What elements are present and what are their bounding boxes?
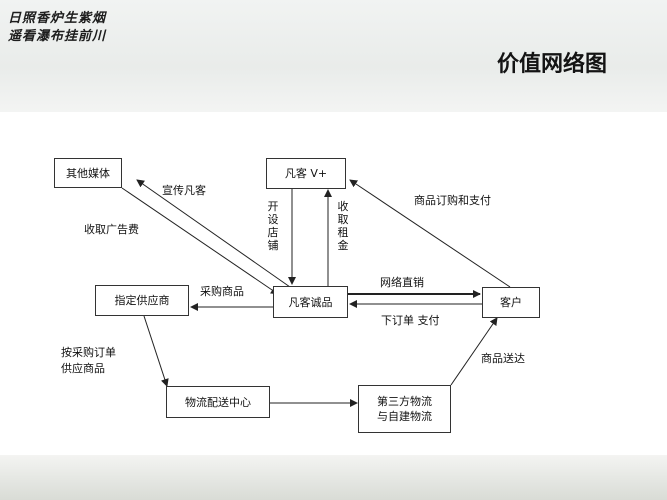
label-supply-line2: 供应商品 — [61, 362, 105, 375]
node-fanke-chengpin-label: 凡客诚品 — [288, 295, 333, 309]
header-band — [0, 0, 667, 112]
footer-band — [0, 455, 667, 500]
node-fanke-chengpin: 凡客诚品 — [273, 286, 348, 318]
node-third-party-logistics-line2: 与自建物流 — [377, 410, 432, 423]
node-third-party-logistics-line1: 第三方物流 — [377, 395, 432, 408]
label-goods-delivery: 商品送达 — [481, 352, 525, 365]
node-designated-supplier-label: 指定供应商 — [114, 294, 170, 307]
label-open-store: 开设店铺 — [267, 200, 279, 252]
label-collect-rent: 收取租金 — [337, 200, 349, 252]
arrow-supply — [143, 315, 169, 387]
arrow-order-pay-v — [349, 179, 511, 288]
page-title: 价值网络图 — [497, 52, 608, 77]
arrow-promote — [136, 179, 291, 288]
label-promote: 宣传凡客 — [162, 184, 206, 197]
label-purchase-goods: 采购商品 — [200, 285, 244, 298]
label-order-pay: 下订单 支付 — [381, 314, 440, 327]
poem-text: 日照香炉生紫烟 遥看瀑布挂前川 — [8, 10, 106, 46]
label-supply-line1: 按采购订单 — [61, 346, 116, 359]
node-logistics-center-label: 物流配送中心 — [185, 395, 251, 409]
node-fanke-vplus: 凡客 V+ — [266, 158, 346, 189]
node-fanke-vplus-label: 凡客 V+ — [284, 167, 328, 180]
poem-line-1: 日照香炉生紫烟 — [8, 11, 107, 26]
node-other-media: 其他媒体 — [54, 158, 122, 188]
label-direct-sales: 网络直销 — [380, 276, 424, 289]
node-customer-label: 客户 — [500, 296, 522, 309]
arrow-delivery — [450, 317, 498, 386]
node-other-media-label: 其他媒体 — [66, 166, 110, 180]
node-designated-supplier: 指定供应商 — [95, 285, 189, 316]
poem-line-2: 遥看瀑布挂前川 — [8, 29, 107, 44]
arrow-ad-fee — [121, 187, 279, 295]
label-order-and-pay: 商品订购和支付 — [414, 194, 491, 207]
label-collect-ad-fee: 收取广告费 — [84, 223, 139, 236]
node-customer: 客户 — [482, 287, 540, 318]
node-logistics-center: 物流配送中心 — [166, 386, 270, 418]
node-third-party-logistics: 第三方物流 与自建物流 — [358, 385, 451, 433]
